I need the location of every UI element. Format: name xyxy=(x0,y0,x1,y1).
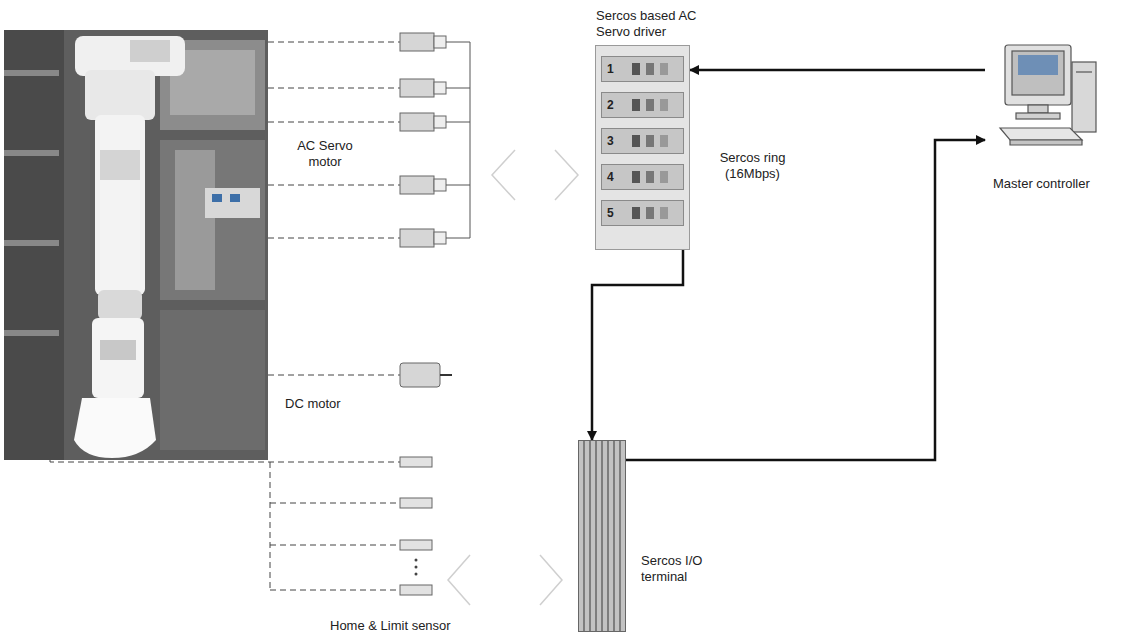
motor-label: DC motor xyxy=(285,396,375,412)
driver-module: 3 xyxy=(601,128,684,154)
io-terminal-text: Sercos I/O terminal xyxy=(641,553,721,585)
driver-module: 1 xyxy=(601,56,684,82)
ring-connector xyxy=(592,250,683,440)
motor-label: AC Servo motor xyxy=(290,138,360,170)
driver-module-text: 4 xyxy=(607,169,614,185)
master-controller: Master controller xyxy=(985,42,1105,194)
driver-module: 4 xyxy=(601,164,684,190)
servo-driver-rack-text: Sercos based AC Servo driver xyxy=(596,8,716,40)
servo-driver-rack: Sercos based AC Servo driver12345 xyxy=(595,45,690,250)
driver-module-text: 5 xyxy=(607,205,614,221)
driver-module-text: 1 xyxy=(607,61,614,77)
driver-module-text: 2 xyxy=(607,97,614,113)
faint-arrows xyxy=(448,150,578,605)
ring-connector xyxy=(690,69,985,72)
leader-lines xyxy=(50,42,400,590)
computer-icon xyxy=(1000,45,1096,145)
io-terminal: Sercos I/O terminal xyxy=(578,440,626,632)
sensor-label: Home & Limit sensor xyxy=(330,618,500,634)
driver-module: 2 xyxy=(601,92,684,118)
driver-module: 5 xyxy=(601,200,684,226)
ring-label: Sercos ring (16Mbps) xyxy=(705,150,800,182)
robot-photo xyxy=(4,30,268,460)
servo-motors xyxy=(400,33,470,247)
sensors xyxy=(400,457,432,595)
master-controller-text: Master controller xyxy=(993,176,1123,192)
driver-module-text: 3 xyxy=(607,133,614,149)
dc-motor xyxy=(400,363,452,387)
